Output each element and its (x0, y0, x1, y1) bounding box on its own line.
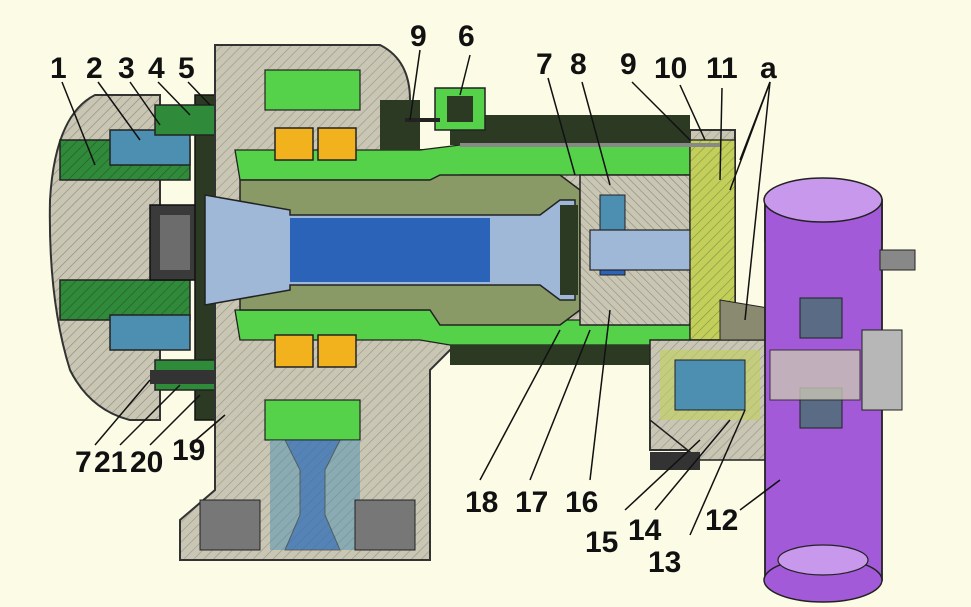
label-7-bottom: 7 (75, 446, 92, 479)
label-8: 8 (570, 48, 587, 81)
label-6: 6 (458, 20, 475, 53)
label-21: 21 (94, 446, 127, 479)
label-2: 2 (86, 52, 103, 85)
label-a: a (760, 52, 777, 85)
label-18: 18 (465, 486, 498, 519)
label-15: 15 (585, 526, 618, 559)
electric-motor (763, 177, 916, 603)
gear-cluster (579, 139, 736, 341)
label-17: 17 (515, 486, 548, 519)
label-20: 20 (130, 446, 163, 479)
label-14: 14 (628, 514, 662, 547)
label-4: 4 (148, 52, 165, 85)
label-9-left: 9 (410, 20, 427, 53)
label-10: 10 (654, 52, 687, 85)
label-7-top: 7 (536, 48, 553, 81)
wheel-hub (48, 94, 201, 421)
label-13: 13 (648, 546, 681, 579)
label-1: 1 (50, 52, 67, 85)
label-12: 12 (705, 504, 738, 537)
lower-gear-block (649, 299, 781, 470)
label-11: 11 (706, 52, 738, 85)
label-19: 19 (172, 434, 205, 467)
labels-bottom-right: 18 17 16 15 14 13 12 (465, 486, 738, 579)
label-3: 3 (118, 52, 135, 85)
main-shaft (204, 194, 578, 306)
label-9-right: 9 (620, 48, 637, 81)
label-16: 16 (565, 486, 598, 519)
labels-bottom-left: 7 21 20 19 (75, 434, 205, 479)
labels-top: 1 2 3 4 5 9 6 7 8 9 10 11 a (50, 20, 777, 85)
label-5: 5 (178, 52, 195, 85)
leader-lines (61, 49, 781, 536)
